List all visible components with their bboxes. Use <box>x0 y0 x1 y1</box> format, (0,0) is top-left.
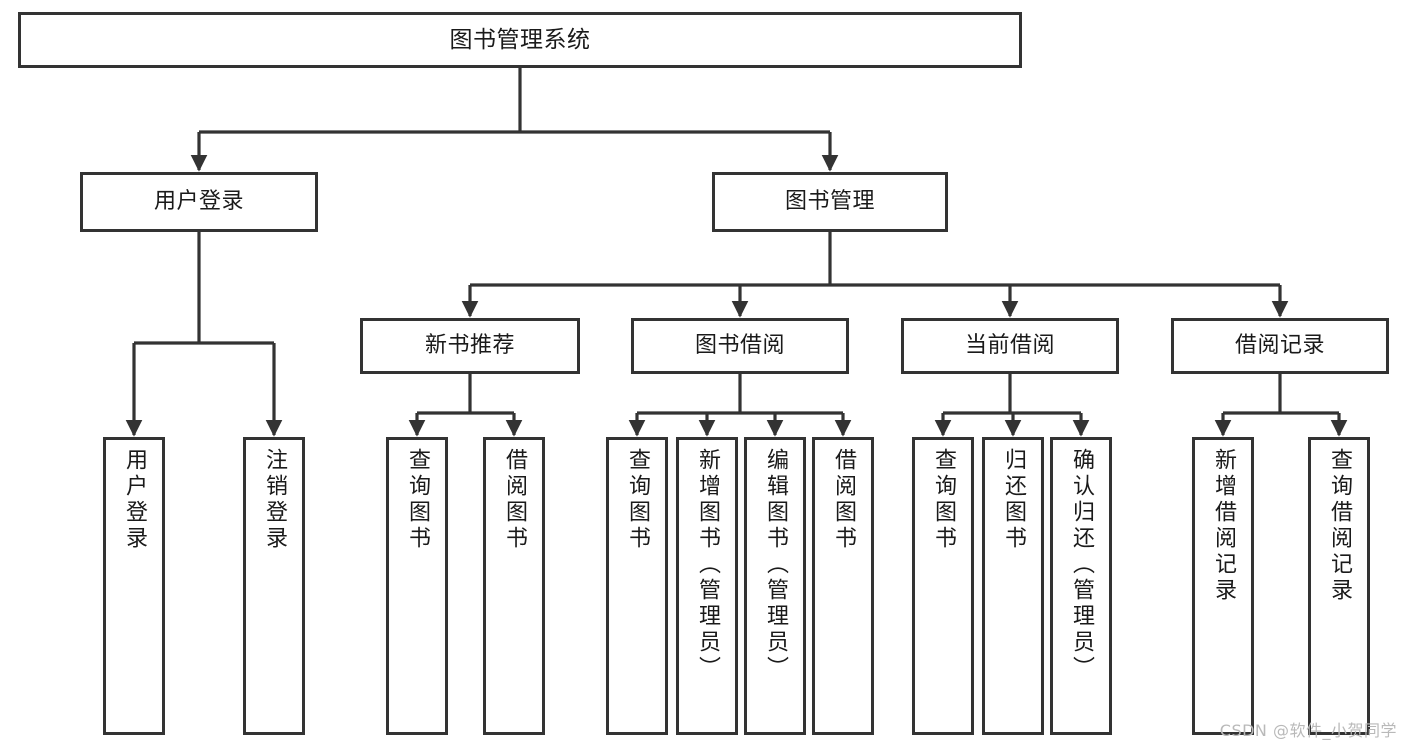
node-label: 注销登录 <box>262 448 287 552</box>
node-l-borrow2[interactable]: 借阅图书 <box>812 437 874 735</box>
node-label: 新增借阅记录 <box>1211 448 1236 604</box>
node-label: 借阅图书 <box>502 448 527 552</box>
node-l-userlogin[interactable]: 用户登录 <box>103 437 165 735</box>
node-label: 用户登录 <box>122 448 147 552</box>
node-label: 新书推荐 <box>424 333 515 359</box>
node-l-queryrec[interactable]: 查询借阅记录 <box>1308 437 1370 735</box>
node-l-addrec[interactable]: 新增借阅记录 <box>1192 437 1254 735</box>
node-label: 查询借阅记录 <box>1327 448 1352 604</box>
node-l-return[interactable]: 归还图书 <box>982 437 1044 735</box>
node-label: 借阅图书 <box>831 448 856 552</box>
node-label: 新增图书（管理员） <box>695 448 720 682</box>
node-current[interactable]: 当前借阅 <box>901 318 1119 374</box>
node-borrow[interactable]: 图书借阅 <box>631 318 849 374</box>
node-label: 借阅记录 <box>1234 333 1325 359</box>
node-label: 图书借阅 <box>694 333 785 359</box>
node-label: 查询图书 <box>625 448 650 552</box>
node-label: 图书管理 <box>784 189 875 215</box>
node-l-query2[interactable]: 查询图书 <box>606 437 668 735</box>
node-l-query3[interactable]: 查询图书 <box>912 437 974 735</box>
csdn-watermark: CSDN @软件_小贺同学 <box>1219 721 1397 740</box>
node-root[interactable]: 图书管理系统 <box>18 12 1022 68</box>
node-l-borrow1[interactable]: 借阅图书 <box>483 437 545 735</box>
node-label: 归还图书 <box>1001 448 1026 552</box>
node-l-add[interactable]: 新增图书（管理员） <box>676 437 738 735</box>
node-label: 图书管理系统 <box>449 26 591 53</box>
node-newbook[interactable]: 新书推荐 <box>360 318 580 374</box>
node-bookmgmt[interactable]: 图书管理 <box>712 172 948 232</box>
node-l-query1[interactable]: 查询图书 <box>386 437 448 735</box>
node-login[interactable]: 用户登录 <box>80 172 318 232</box>
node-label: 当前借阅 <box>964 333 1055 359</box>
node-label: 确认归还（管理员） <box>1069 448 1094 682</box>
node-label: 用户登录 <box>153 189 244 215</box>
node-label: 编辑图书（管理员） <box>763 448 788 682</box>
node-records[interactable]: 借阅记录 <box>1171 318 1389 374</box>
node-l-edit[interactable]: 编辑图书（管理员） <box>744 437 806 735</box>
node-l-confirm[interactable]: 确认归还（管理员） <box>1050 437 1112 735</box>
node-label: 查询图书 <box>405 448 430 552</box>
node-label: 查询图书 <box>931 448 956 552</box>
node-l-logout[interactable]: 注销登录 <box>243 437 305 735</box>
